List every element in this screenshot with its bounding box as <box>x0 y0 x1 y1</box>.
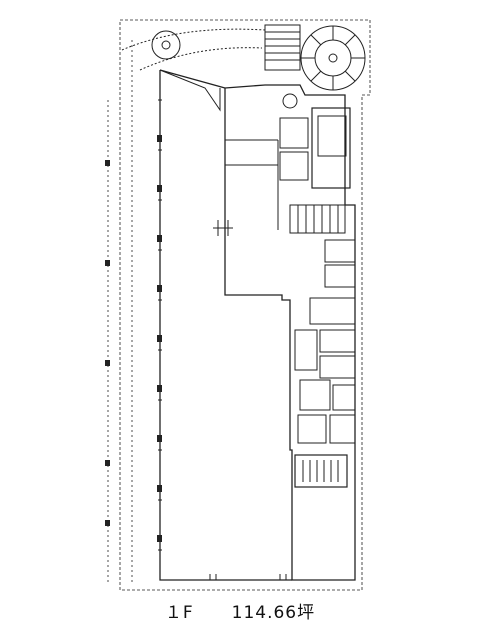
stair-treads-lower <box>302 460 339 482</box>
spiral-stair-inner <box>314 39 352 77</box>
building-outline <box>159 69 356 581</box>
site-boundary <box>119 19 371 591</box>
core-room-top <box>311 107 351 189</box>
floor-area-label: 114.66坪 <box>231 603 316 623</box>
room-wc-3 <box>309 297 356 325</box>
room-wc-1 <box>324 239 356 263</box>
room-service-4 <box>299 379 331 411</box>
room-service-3 <box>319 355 356 379</box>
stair-block-upper <box>264 24 301 71</box>
stair-block-middle <box>289 204 346 234</box>
entrance-diagonal-wall <box>159 69 221 112</box>
plaza-curve-inner <box>139 47 263 71</box>
room-r1 <box>279 117 309 149</box>
room-service-5 <box>332 384 356 411</box>
spiral-stair-core <box>328 53 338 63</box>
column-round <box>282 93 298 109</box>
partition-wall <box>225 139 279 230</box>
door-symbol <box>213 220 233 236</box>
stair-treads-upper <box>265 31 300 61</box>
floor-caption: １F 114.66坪 <box>0 598 480 623</box>
floor-label: １F <box>164 603 194 623</box>
column-markers <box>158 99 162 551</box>
core-room-inner <box>317 115 347 157</box>
stair-block-lower <box>294 454 348 488</box>
spiral-stair-treads <box>301 26 365 90</box>
room-r2 <box>279 151 309 181</box>
stair-treads-middle <box>297 205 339 233</box>
room-wc-2 <box>324 264 356 288</box>
main-hall <box>159 70 292 581</box>
plaza-curve <box>121 28 266 51</box>
column-blocks <box>105 135 162 542</box>
entry-notches <box>209 574 287 580</box>
planter-circle <box>151 30 181 60</box>
room-service-6 <box>297 414 327 444</box>
planter-core <box>161 40 171 50</box>
room-service-2 <box>319 329 356 353</box>
room-service-1 <box>294 329 318 371</box>
room-service-7 <box>329 414 356 444</box>
